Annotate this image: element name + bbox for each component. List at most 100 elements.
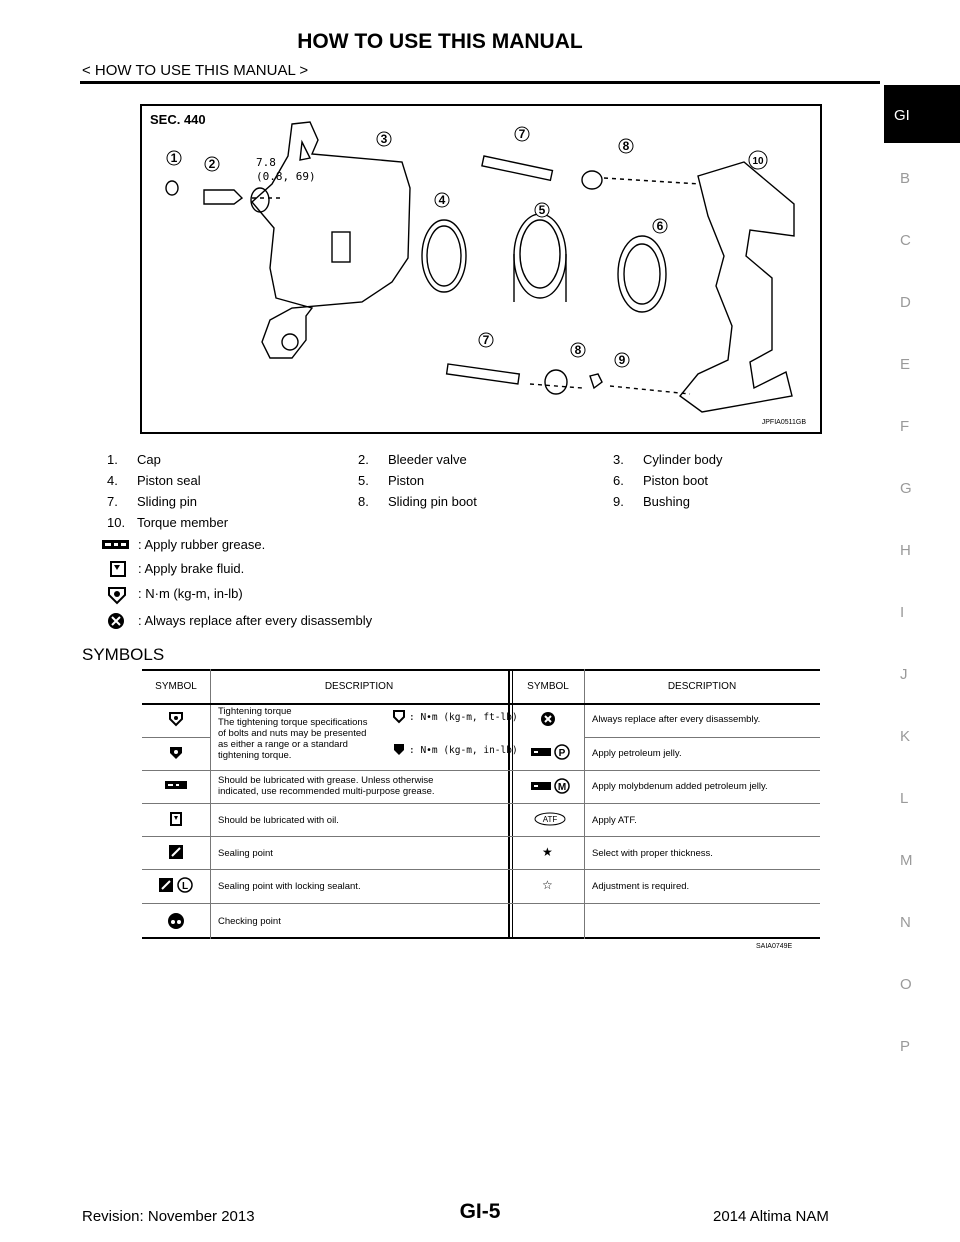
callout-7-top: 7 xyxy=(519,127,526,141)
figure-code: JPFIA0511GB xyxy=(761,419,806,426)
side-tab-n[interactable]: N xyxy=(900,914,911,931)
legend-item: 3.Cylinder body xyxy=(613,452,723,467)
torque-unit-ftlb: : N•m (kg-m, ft-lb) xyxy=(409,712,518,723)
molybdenum-jelly-icon: M xyxy=(531,778,570,794)
callout-3: 3 xyxy=(381,132,388,146)
footer-page-number: GI-5 xyxy=(459,1200,501,1223)
table-row-rule xyxy=(142,836,820,837)
body-port-shape xyxy=(331,231,351,263)
header-divider xyxy=(80,81,880,84)
side-tab-d[interactable]: D xyxy=(900,294,911,311)
torque-value: 7.8 xyxy=(256,156,276,169)
svg-text:P: P xyxy=(559,748,566,759)
table-header-rule xyxy=(142,703,820,705)
legend-item: 9.Bushing xyxy=(613,494,690,509)
table-row-rule xyxy=(142,770,820,771)
footer-model: 2014 Altima NAM xyxy=(713,1208,829,1225)
section-heading: SYMBOLS xyxy=(82,645,165,664)
callout-2-marker xyxy=(204,156,220,172)
callout-2: 2 xyxy=(209,157,216,171)
legend-row: 4.Piston seal 5.Piston 6.Piston boot xyxy=(107,473,747,494)
sealing-description: Sealing point xyxy=(218,848,273,859)
grease-icon xyxy=(165,781,187,789)
checking-description: Checking point xyxy=(218,916,281,927)
side-tab-m[interactable]: M xyxy=(900,852,913,869)
torque-icon xyxy=(108,587,126,605)
legend-row: 10.Torque member xyxy=(107,515,747,536)
breadcrumb[interactable]: < HOW TO USE THIS MANUAL > xyxy=(82,62,309,79)
callout-4-marker xyxy=(434,192,450,208)
callout-5: 5 xyxy=(539,203,546,217)
legend-item: 6.Piston boot xyxy=(613,473,709,488)
locking-sealant-description: Sealing point with locking sealant. xyxy=(218,881,361,892)
side-tab-i[interactable]: I xyxy=(900,604,905,621)
callout-8-top-marker xyxy=(618,138,634,154)
callout-10: 10 xyxy=(752,156,764,167)
star-filled-icon: ★ xyxy=(542,845,553,859)
callout-5-marker xyxy=(534,202,550,218)
adjustment-description: Adjustment is required. xyxy=(592,881,690,892)
grease-icon xyxy=(102,540,129,549)
grease-description: Should be lubricated with grease. Unless… xyxy=(218,775,435,797)
callout-9: 9 xyxy=(619,353,626,367)
replace-icon xyxy=(541,712,555,726)
callout-9-marker xyxy=(614,352,630,368)
torque-inlb-icon xyxy=(394,744,404,755)
col-header-symbol: SYMBOL xyxy=(527,681,569,692)
page-title: HOW TO USE THIS MANUAL xyxy=(297,30,583,53)
oil-description: Should be lubricated with oil. xyxy=(218,815,339,826)
sealing-point-icon xyxy=(169,845,183,859)
figure-torque-spec: 7.8 (0.8, 69) xyxy=(256,156,316,184)
select-thickness-description: Select with proper thickness. xyxy=(592,848,713,859)
torque-member-shape xyxy=(678,161,795,413)
callout-4: 4 xyxy=(439,193,446,207)
torque-ftlb-icon xyxy=(393,710,405,724)
petroleum-jelly-description: Apply petroleum jelly. xyxy=(592,748,682,759)
symbols-table-frame xyxy=(142,669,820,939)
table-divider xyxy=(584,669,585,939)
table-divider xyxy=(508,669,510,939)
torque-description: Tightening torque The tightening torque … xyxy=(218,706,368,761)
side-tab-g[interactable]: G xyxy=(900,480,912,497)
table-divider xyxy=(210,669,211,939)
side-tab-gi[interactable]: GI xyxy=(884,85,960,143)
petroleum-jelly-icon: P xyxy=(531,744,570,760)
callout-6: 6 xyxy=(657,219,664,233)
table-row-rule xyxy=(584,737,820,738)
figure-section-label: SEC. 440 xyxy=(150,112,206,127)
legend-item: 8.Sliding pin boot xyxy=(358,494,477,509)
legend-row: 1.Cap 2.Bleeder valve 3.Cylinder body xyxy=(107,452,747,473)
side-tab-c[interactable]: C xyxy=(900,232,911,249)
side-tab-p[interactable]: P xyxy=(900,1038,911,1055)
table-row-rule xyxy=(142,869,820,870)
side-tab-f[interactable]: F xyxy=(900,418,910,435)
callout-8-bottom-marker xyxy=(570,342,586,358)
side-tab-j[interactable]: J xyxy=(900,666,908,683)
callout-7-bottom-marker xyxy=(478,332,494,348)
svg-text:L: L xyxy=(182,881,188,892)
side-tab-e[interactable]: E xyxy=(900,356,911,373)
footer-revision: Revision: November 2013 xyxy=(82,1208,255,1225)
star-outline-icon: ☆ xyxy=(542,878,553,892)
callout-8-bottom: 8 xyxy=(575,343,582,357)
side-tab-b[interactable]: B xyxy=(900,170,911,187)
caliper-exploded-diagram: 1 2 3 4 5 6 7 7 8 8 9 10 SEC. 440 7.8 xyxy=(140,104,822,434)
parts-legend: 1.Cap 2.Bleeder valve 3.Cylinder body 4.… xyxy=(107,452,747,536)
side-tab-l[interactable]: L xyxy=(900,790,909,807)
side-tab-o[interactable]: O xyxy=(900,976,912,993)
table-divider xyxy=(512,669,513,939)
callout-6-marker xyxy=(652,218,668,234)
torque-ftlb-icon xyxy=(169,712,183,727)
torque-inlb-icon xyxy=(170,747,182,759)
side-tab-h[interactable]: H xyxy=(900,542,911,559)
svg-text:ATF: ATF xyxy=(543,815,558,824)
replace-icon xyxy=(108,613,124,629)
callout-7-top-marker xyxy=(514,126,530,142)
callout-10-marker xyxy=(748,150,768,170)
locking-sealant-icon: L xyxy=(159,877,193,893)
brake-fluid-icon xyxy=(110,561,126,577)
replace-description: Always replace after every disassembly. xyxy=(592,714,761,725)
callout-8-top: 8 xyxy=(623,139,630,153)
oil-icon xyxy=(170,812,182,826)
side-tab-k[interactable]: K xyxy=(900,728,911,745)
